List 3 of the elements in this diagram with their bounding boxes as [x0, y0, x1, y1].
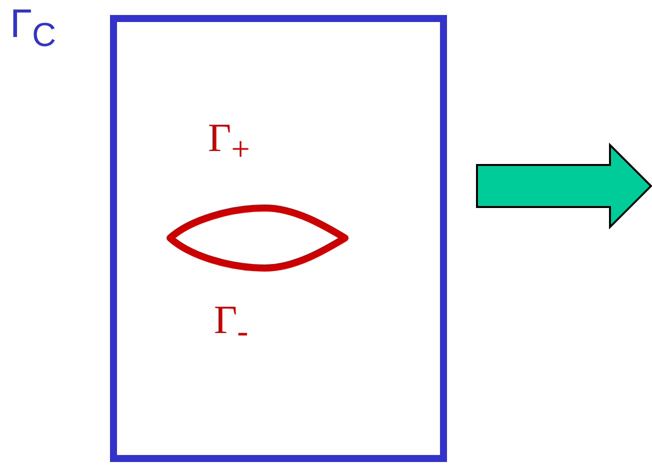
boundary-label: Γ$_{C}$ — [10, 4, 56, 52]
surface-label: Γ$_{+}$ — [208, 118, 250, 166]
surface-label: Γ$_{-}$ — [214, 300, 248, 348]
